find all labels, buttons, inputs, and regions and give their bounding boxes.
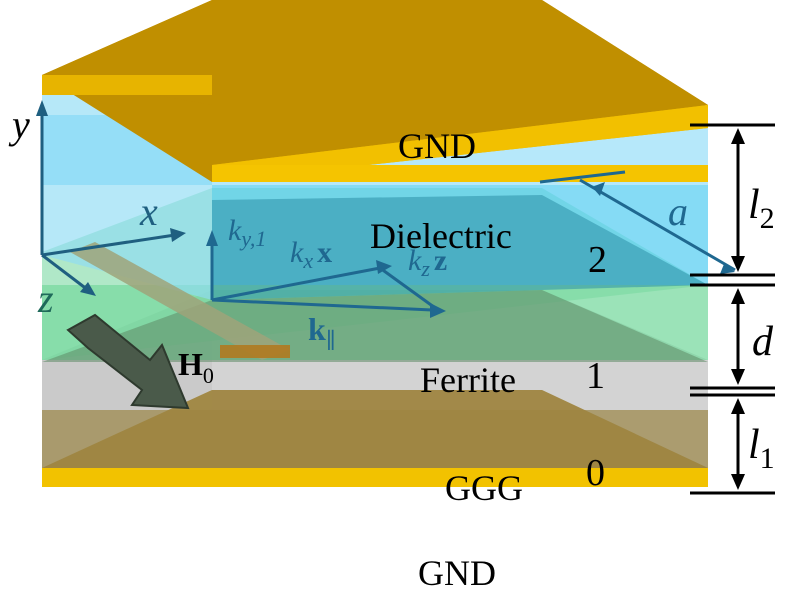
kz-vector-line — [379, 266, 439, 312]
a-dimension-line — [579, 178, 736, 272]
coordinate-axes — [36, 100, 186, 296]
kx-vector-line — [211, 266, 381, 302]
bottom-gnd-label: GND — [418, 553, 496, 593]
kpar-label: k∥ — [308, 311, 336, 353]
wave-vectors — [206, 170, 736, 318]
kpar-vector-line — [211, 298, 433, 312]
z-axis-line — [41, 253, 89, 292]
dimension-lines — [690, 123, 775, 495]
dim-l1-label: l1 — [748, 422, 775, 475]
y-axis-label: y — [8, 102, 30, 147]
h0-label: H0 — [178, 346, 214, 388]
ferrite-label: Ferrite — [420, 360, 516, 400]
ferrite-number: 1 — [586, 355, 605, 397]
dielectric-label: Dielectric — [370, 216, 512, 256]
kx-vector-arrowhead — [376, 260, 392, 274]
dim-l2-label: l2 — [748, 182, 775, 235]
x-axis-line — [41, 233, 176, 257]
y-axis-arrowhead — [36, 100, 48, 116]
x-axis-label: x — [139, 189, 158, 234]
x-axis-arrowhead — [170, 228, 186, 242]
top-gnd-plate — [42, 0, 708, 182]
kpar-vector-arrowhead — [430, 303, 446, 318]
labels: GND Dielectric 2 Ferrite 1 GGG 0 GND y x… — [8, 102, 775, 593]
z-axis-arrowhead — [80, 282, 96, 296]
bias-field-arrow — [66, 313, 190, 410]
dim-a-label: a — [668, 189, 688, 234]
top-gnd-label: GND — [398, 126, 476, 166]
a-top-marker — [539, 170, 626, 184]
dim-d-label: d — [752, 319, 774, 365]
ggg-label: GGG — [445, 468, 523, 508]
dielectric-number: 2 — [588, 239, 607, 281]
z-axis-label: z — [37, 276, 54, 321]
ky-vector-arrowhead — [206, 230, 218, 246]
microstrip-transducer — [70, 242, 290, 360]
ky1-label: ky,1 — [228, 214, 266, 251]
ggg-number: 0 — [586, 452, 605, 494]
